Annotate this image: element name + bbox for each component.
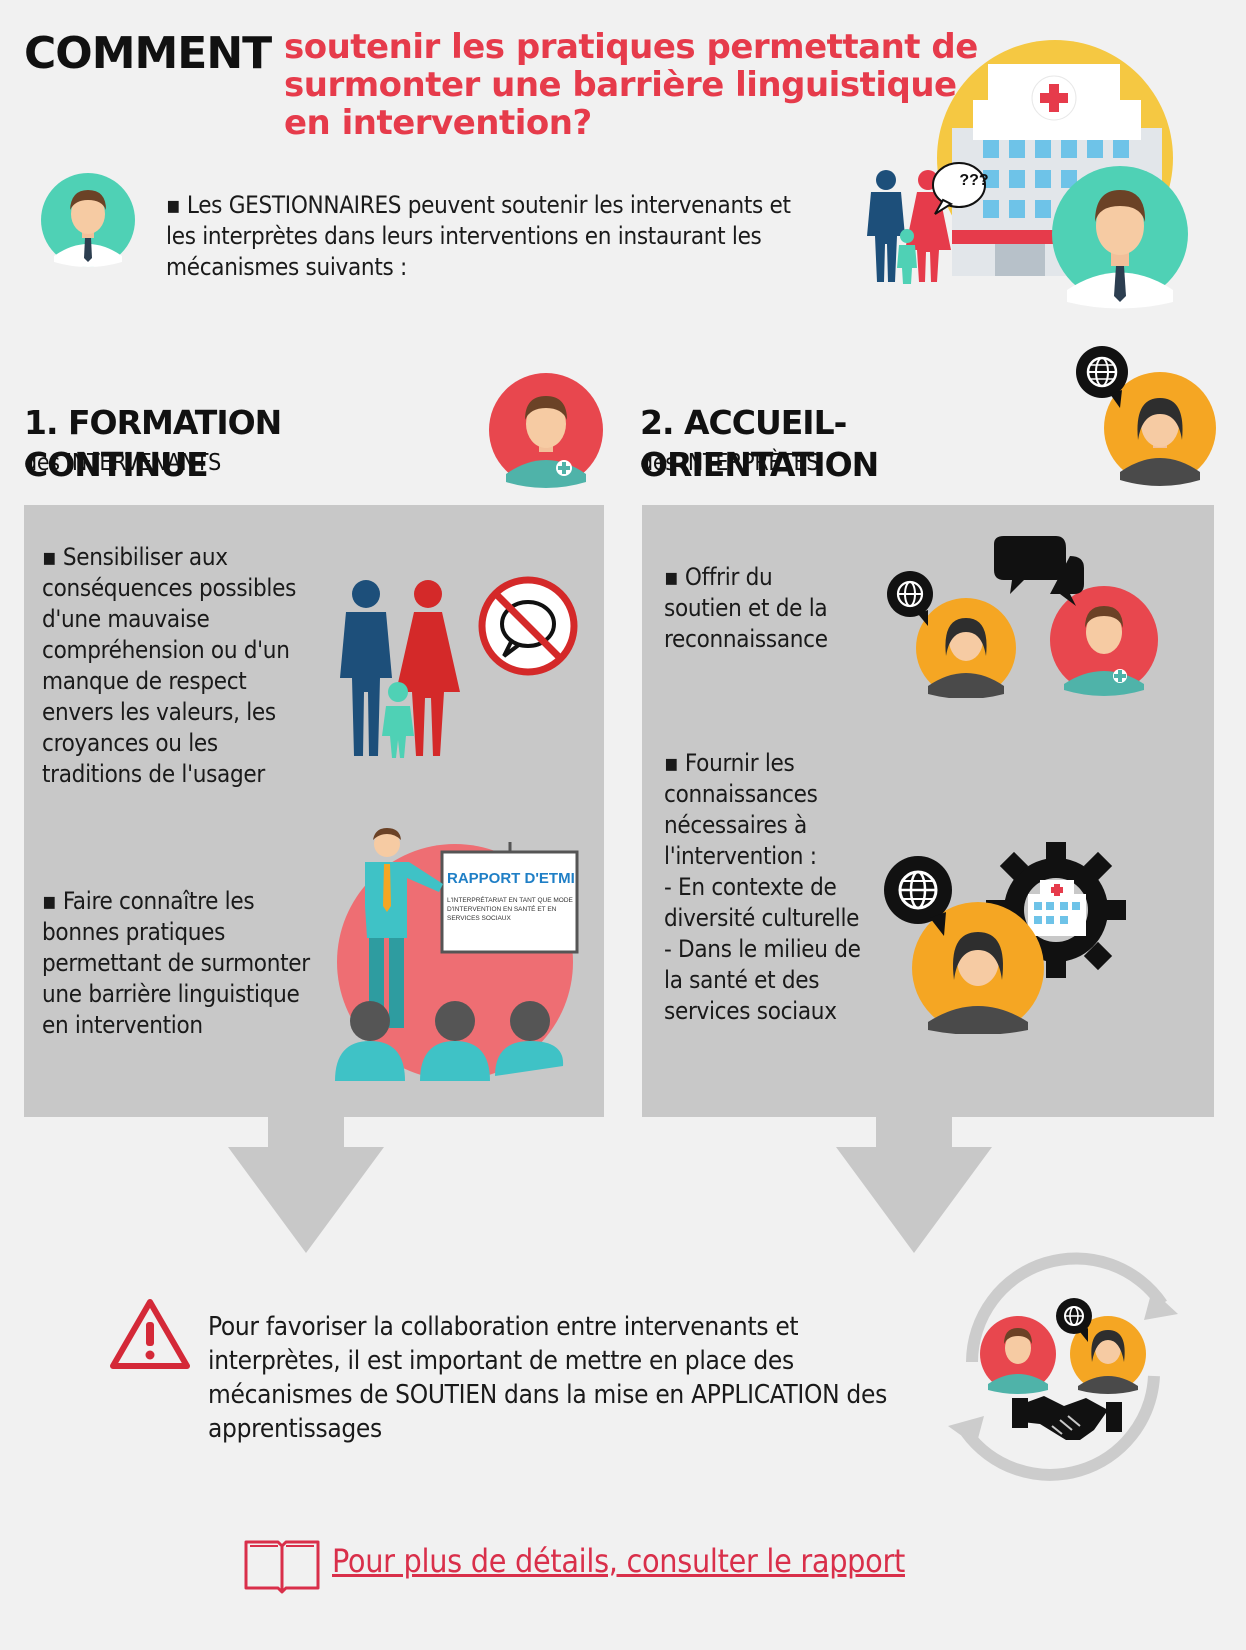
board-text: L'INTERPRÉTARIAT EN TANT QUE MODE D'INTE…	[447, 897, 573, 922]
open-book-icon	[244, 1540, 320, 1594]
page-title: soutenir les pratiques permettant de sur…	[284, 27, 978, 143]
section2-subtitle: des INTERPRÈTES	[640, 450, 820, 476]
section1-bullet2: ▪ Faire connaître les bonnes pratiques p…	[42, 887, 310, 1039]
section2-bullet2: ▪ Fournir les connaissances nécessaires …	[664, 749, 861, 1025]
section1-subtitle: des INTERVENANTS	[24, 450, 221, 476]
report-link[interactable]: Pour plus de détails, consulter le rappo…	[332, 1542, 905, 1580]
header-comment: COMMENT	[24, 28, 272, 79]
manager-avatar-icon	[41, 173, 135, 267]
arrow-down-left-icon	[228, 1117, 384, 1253]
section1-title: 1. FORMATION CONTINUE	[24, 403, 282, 484]
section1-bullet1: ▪ Sensibiliser aux conséquences possible…	[42, 543, 297, 788]
intervenant-avatar-icon	[489, 373, 603, 488]
presentation-illustration	[335, 828, 579, 1081]
section2-title: 2. ACCUEIL-ORIENTATION	[640, 403, 879, 484]
interprete-intervenant-dialogue-illustration	[887, 536, 1158, 698]
hospital-family-illustration	[867, 40, 1188, 309]
intro-text: ▪ Les GESTIONNAIRES peuvent soutenir les…	[166, 191, 791, 281]
interprete-globe-avatar-icon	[1076, 346, 1216, 486]
question-bubble-text: ???	[959, 172, 989, 189]
warning-text: Pour favoriser la collaboration entre in…	[208, 1312, 887, 1444]
board-title: RAPPORT D'ETMI	[447, 870, 575, 887]
interprete-hospital-gear-illustration	[884, 842, 1126, 1034]
arrow-down-right-icon	[836, 1117, 992, 1253]
warning-icon	[110, 1299, 190, 1369]
collaboration-cycle-illustration	[948, 1252, 1178, 1481]
family-no-speech-illustration	[340, 576, 578, 758]
section2-bullet1: ▪ Offrir du soutien et de la reconnaissa…	[664, 563, 828, 653]
